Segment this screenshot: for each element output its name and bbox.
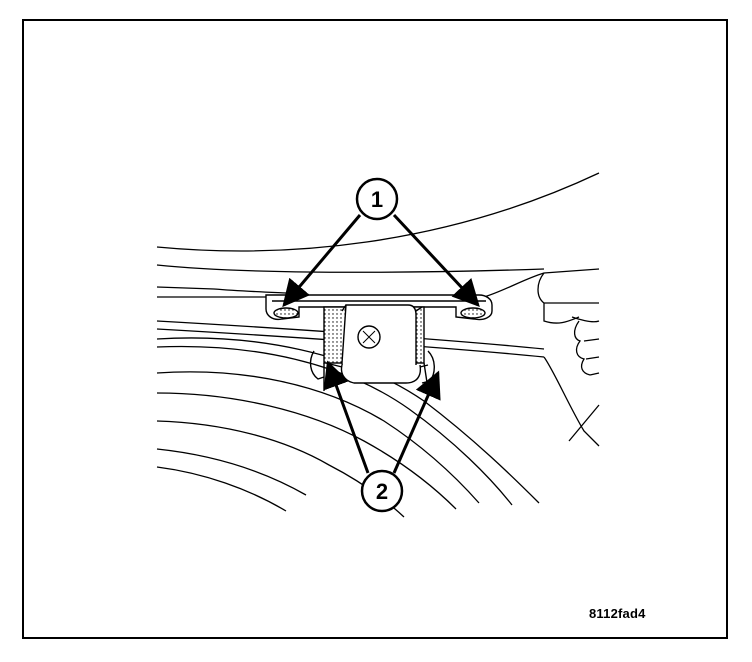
callout-1: 1: [355, 177, 399, 221]
tire-hoist-mechanism: [309, 304, 435, 391]
callout-2: 2: [360, 469, 404, 513]
callout-1-leaders: [282, 213, 480, 308]
frame-rail: [483, 268, 600, 447]
callout-2-leaders: [323, 360, 441, 474]
figure-code: 8112fad4: [589, 606, 646, 621]
spare-tire: [156, 337, 540, 518]
technical-illustration: 1 2: [156, 172, 600, 518]
callout-1-label: 1: [371, 187, 383, 212]
diagram-frame: 1 2 8112fad4: [22, 19, 728, 639]
callout-2-label: 2: [376, 479, 388, 504]
